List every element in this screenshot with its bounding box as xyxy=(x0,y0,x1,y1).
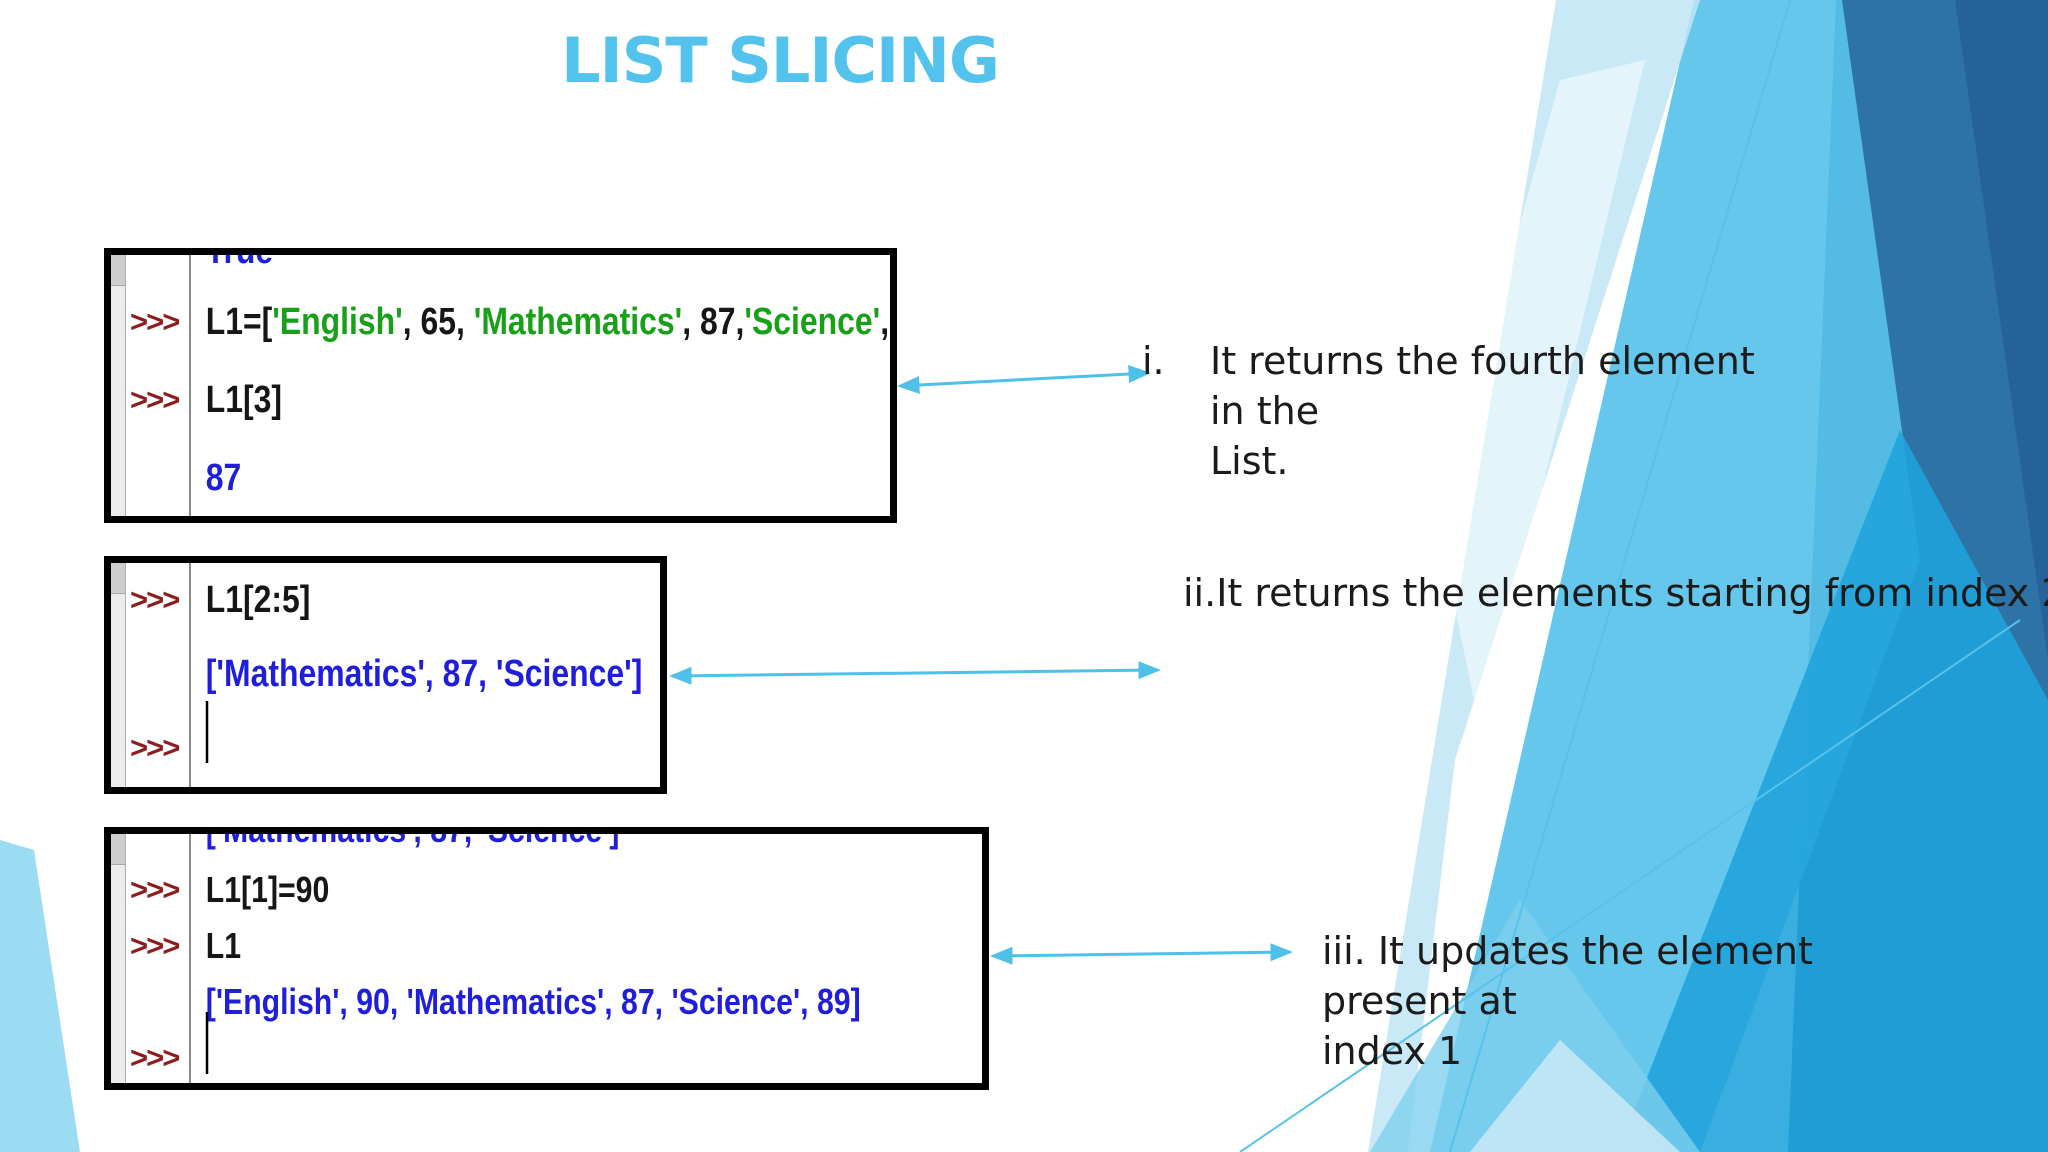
shell-code-text: L1[3] xyxy=(205,378,283,421)
shell-box-1-content: True >>> L1=['English', 65, 'Mathematics',… xyxy=(111,255,890,516)
shell-output-line: ['English', 90, 'Mathematics', 87, 'Scie… xyxy=(111,974,982,1030)
annotation-number: i. xyxy=(1142,339,1165,383)
shell-output-line: True xyxy=(111,255,890,283)
shell-box-2-content: >>> L1[2:5] ['Mathematics', 87, 'Science']… xyxy=(111,563,660,787)
scrollbar-strip[interactable] xyxy=(111,563,126,787)
shell-code-text: L1 xyxy=(205,925,242,966)
gutter-separator xyxy=(189,563,191,787)
shell-input-line: >>> L1[2:5] xyxy=(111,563,660,637)
shell-prompt: >>> xyxy=(130,730,180,765)
gutter-separator xyxy=(189,255,191,516)
shell-input-line: >>> L1[1]=90 xyxy=(111,862,982,918)
shell-output-line: 87 xyxy=(111,439,890,516)
annotation-text: ii.It returns the elements starting from… xyxy=(1183,571,2048,615)
shell-code-text xyxy=(194,1012,209,1079)
annotation-ii: ii.It returns the elements starting from… xyxy=(1183,568,2048,618)
arrow-ii xyxy=(669,661,1161,685)
shell-prompt: >>> xyxy=(130,928,180,963)
facet-background-shapes xyxy=(1239,0,2048,1152)
text-cursor xyxy=(205,1012,209,1075)
shell-box-2: >>> L1[2:5] ['Mathematics', 87, 'Science']… xyxy=(104,556,667,794)
shell-prompt: >>> xyxy=(130,304,180,339)
scrollbar-strip[interactable] xyxy=(111,834,126,1083)
shell-input-line: >>> xyxy=(111,1012,982,1083)
connector-arrows xyxy=(669,365,1293,965)
shell-prompt: >>> xyxy=(130,872,180,907)
shell-box-1: True >>> L1=['English', 65, 'Mathematics',… xyxy=(104,248,897,523)
gutter-separator xyxy=(189,834,191,1083)
shell-code-text: ['Mathematics', 87, 'Science'] xyxy=(205,652,643,695)
shell-prompt: >>> xyxy=(130,382,180,417)
shell-code-text: L1[2:5] xyxy=(205,578,311,621)
shell-code-text: L1=['English', 65, 'Mathematics', 87,'Sc… xyxy=(205,300,890,343)
scrollbar-strip[interactable] xyxy=(111,255,126,516)
shell-box-3: ['Mathematics', 87, 'Science'] >>> L1[1]=9… xyxy=(104,827,989,1090)
text-cursor xyxy=(205,701,209,764)
shell-code-text: ['Mathematics', 87, 'Science'] xyxy=(194,834,620,851)
shell-box-3-content: ['Mathematics', 87, 'Science'] >>> L1[1]=9… xyxy=(111,834,982,1083)
arrow-i xyxy=(897,365,1151,394)
shell-code-text: 87 xyxy=(205,456,242,499)
shell-prompt: >>> xyxy=(130,582,180,617)
shell-code-text: L1[1]=90 xyxy=(205,869,330,910)
shell-output-line: ['Mathematics', 87, 'Science'] xyxy=(111,834,982,862)
slide-title: LIST SLICING xyxy=(561,24,1000,97)
shell-input-line: >>> L1=['English', 65, 'Mathematics', 87,… xyxy=(111,283,890,361)
shell-code-text: ['English', 90, 'Mathematics', 87, 'Scie… xyxy=(205,981,861,1022)
shell-prompt: >>> xyxy=(130,1040,180,1075)
shell-input-line: >>> L1[3] xyxy=(111,361,890,439)
shell-output-line: ['Mathematics', 87, 'Science'] xyxy=(111,637,660,711)
arrow-iii xyxy=(990,943,1293,965)
bottom-left-triangle xyxy=(0,840,80,1152)
shell-code-text xyxy=(194,701,209,770)
shell-input-line: >>> xyxy=(111,701,660,785)
shell-code-text: True xyxy=(194,255,273,273)
shell-input-line: >>> L1 xyxy=(111,918,982,974)
